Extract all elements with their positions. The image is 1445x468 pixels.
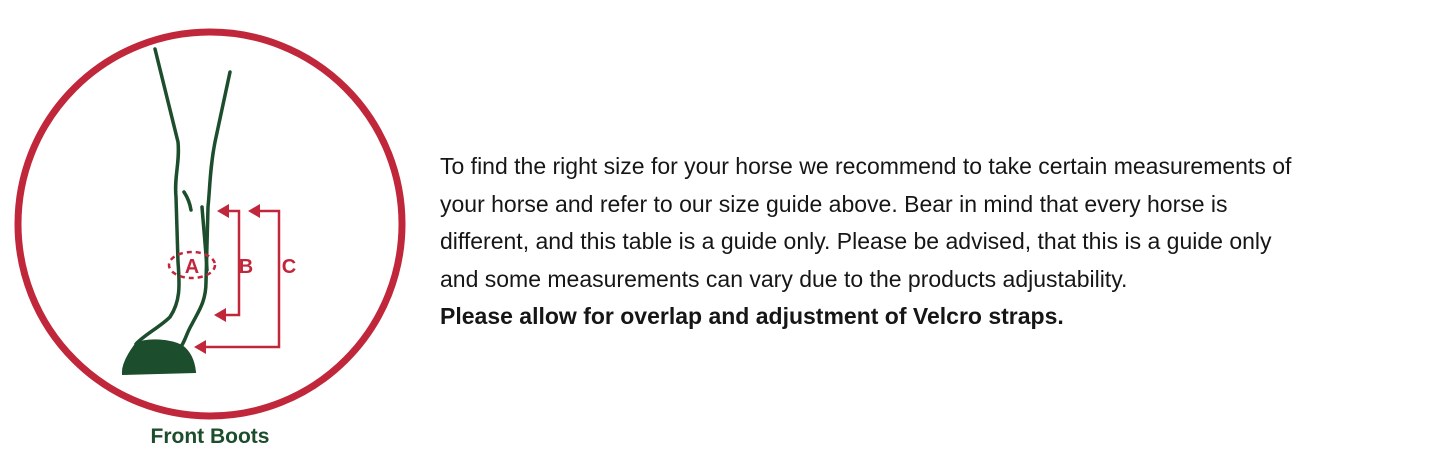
front-boots-measurement-figure: A B C Front Boots [10,12,420,468]
guidance-line: your horse and refer to our size guide a… [440,190,1228,217]
measurement-b-top-arrow [217,204,229,218]
measurement-c-top-arrow [248,204,260,218]
label-a: A [185,256,199,278]
figure-caption: Front Boots [150,425,270,448]
label-c: C [282,256,296,278]
size-guidance-text: To find the right size for your horse we… [440,148,1440,336]
measurement-b-bracket [223,209,241,317]
measurement-c-bottom-arrow [194,340,206,354]
guidance-line: and some measurements can vary due to th… [440,265,1128,292]
badge-ring [14,28,406,420]
measurement-c-bracket [204,209,281,349]
hoof-shape [121,339,197,376]
velcro-note: Please allow for overlap and adjustment … [440,303,1064,329]
horse-front-leg-icon [134,47,232,350]
measurement-a-ring [167,250,217,280]
measurement-b-bottom-arrow [214,308,226,322]
guidance-line: different, and this table is a guide onl… [440,228,1272,254]
guidance-line: To find the right size for your horse we… [440,153,1292,179]
measurement-diagram: A B C [14,28,406,420]
guidance-paragraph: To find the right size for your horse we… [440,148,1440,336]
label-b: B [239,256,253,278]
